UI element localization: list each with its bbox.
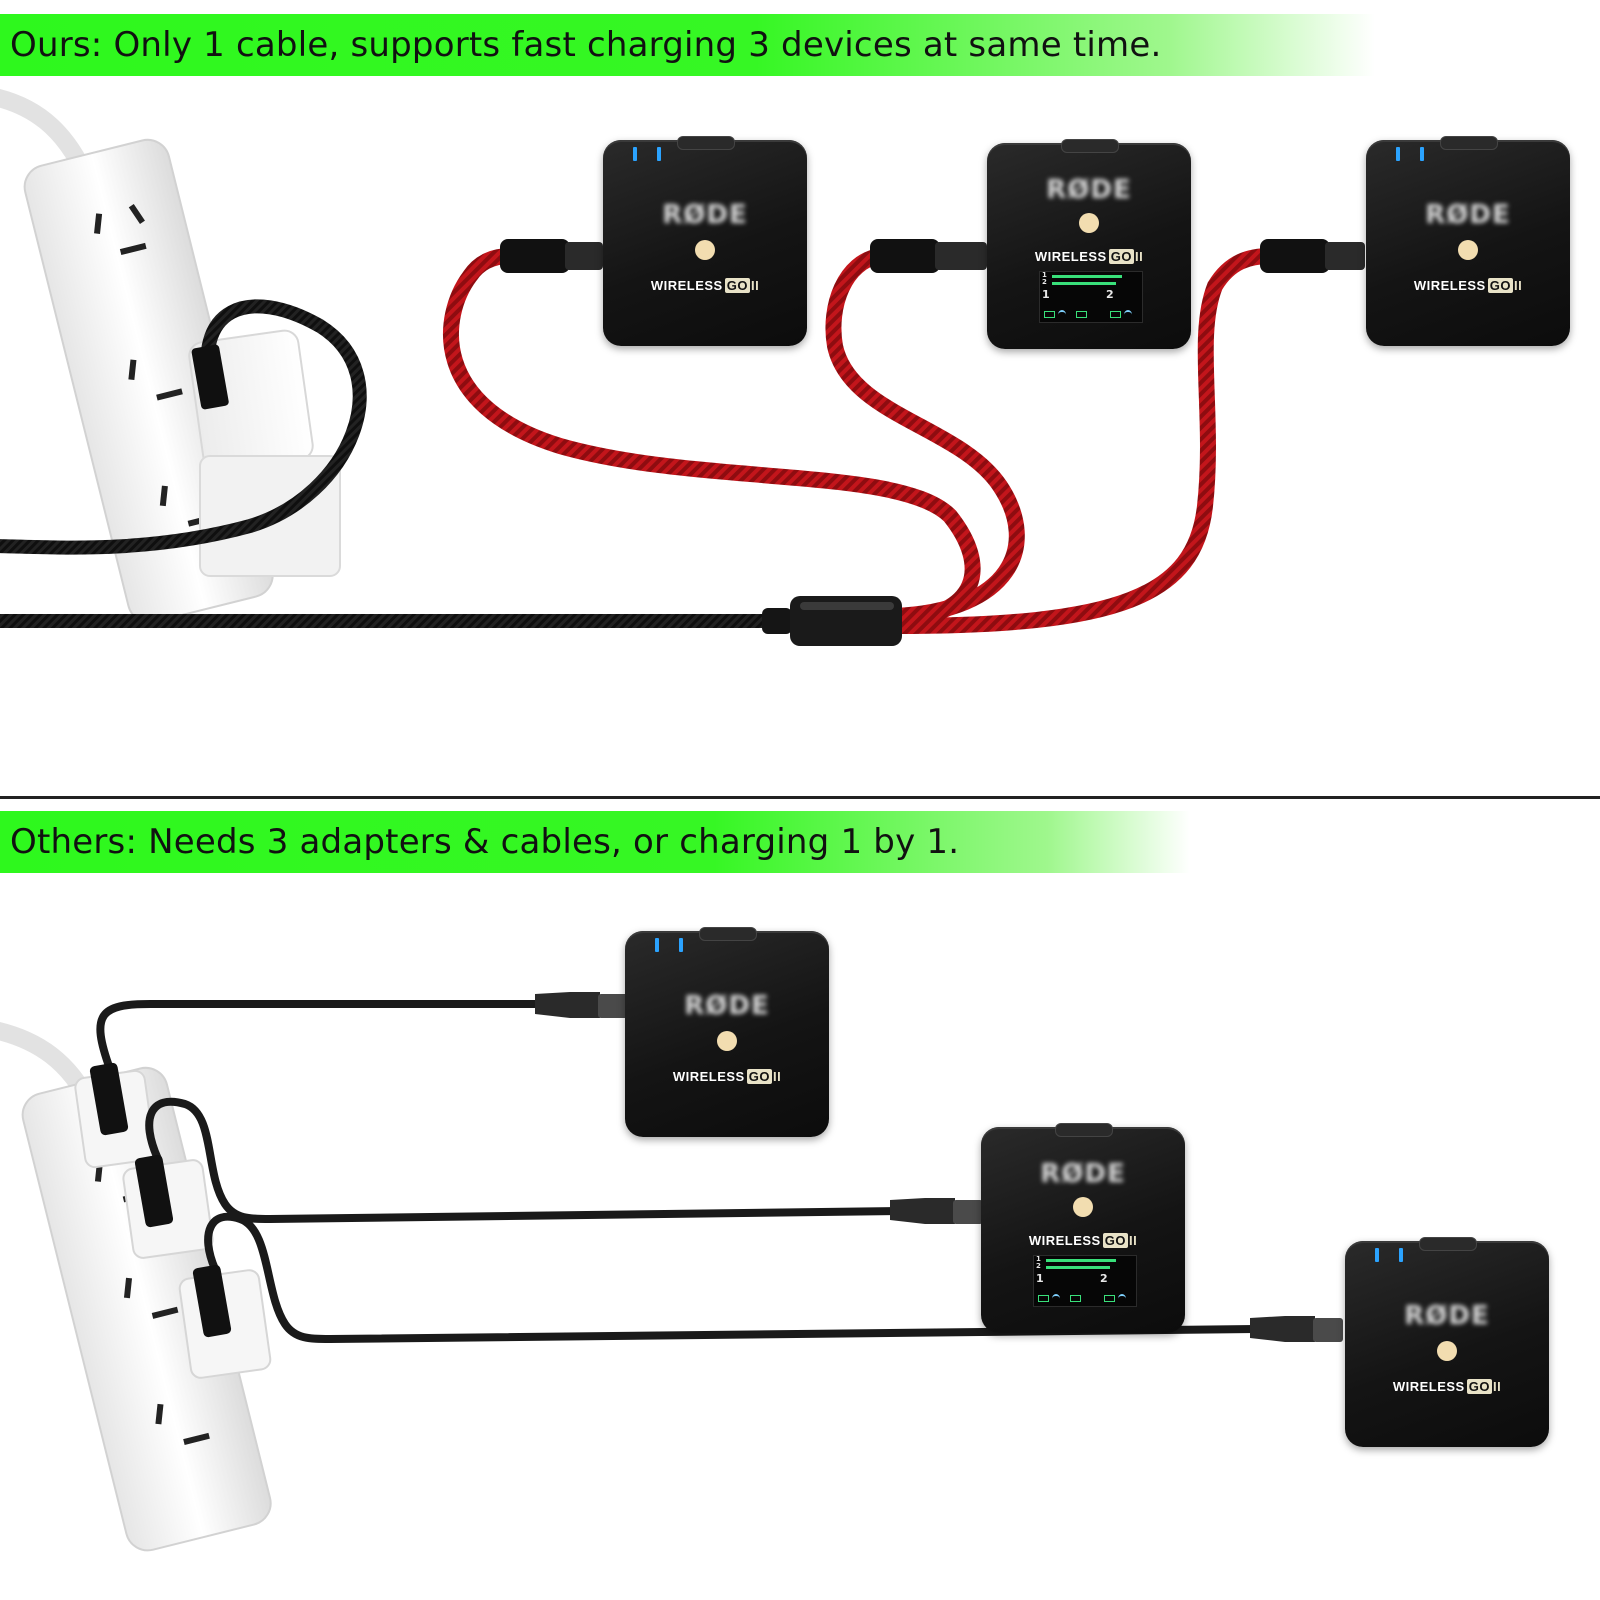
splitter-branch-2 — [825, 248, 1025, 624]
ours-illustration — [0, 89, 1365, 646]
level-meter-2 — [1046, 1266, 1110, 1269]
battery-icon — [1076, 311, 1087, 318]
mic-jack — [699, 927, 757, 941]
device-brand: RØDE — [1040, 1159, 1126, 1189]
main-cable-loop — [0, 299, 367, 555]
mic-jack — [677, 136, 735, 150]
mic-capsule — [1079, 213, 1099, 233]
battery-icon — [1070, 1295, 1081, 1302]
status-leds — [1375, 1247, 1423, 1266]
channel-1-label: 1 — [1036, 1272, 1044, 1285]
device-brand: RØDE — [1046, 175, 1132, 205]
wifi-icon — [1052, 1294, 1060, 1303]
channel-2-label: 2 — [1106, 288, 1114, 301]
mic-capsule — [1458, 240, 1478, 260]
battery-icon — [1038, 1295, 1049, 1302]
usb-c-connectors — [535, 992, 1343, 1342]
mic-jack — [1440, 136, 1498, 150]
mic-capsule — [695, 240, 715, 260]
wifi-icon — [1118, 1294, 1126, 1303]
others-illustration — [0, 992, 1343, 1552]
usb-c-connectors — [500, 239, 1365, 273]
usb-c-plug — [191, 344, 229, 410]
wifi-icon — [1058, 310, 1066, 319]
receiver-screen: 1 2 1 2 — [1033, 1255, 1137, 1307]
status-leds — [633, 146, 681, 165]
mic-capsule — [717, 1031, 737, 1051]
ours-caption-banner: Ours: Only 1 cable, supports fast chargi… — [0, 14, 1375, 76]
receiver-screen: 1 2 1 2 — [1039, 271, 1143, 323]
wifi-icon — [1124, 310, 1132, 319]
status-leds — [655, 937, 703, 956]
others-caption: Others: Needs 3 adapters & cables, or ch… — [10, 822, 960, 862]
mic-jack — [1419, 1237, 1477, 1251]
usb-c-plugs — [89, 1062, 232, 1338]
channel-1-label: 1 — [1042, 288, 1050, 301]
splitter-housing — [762, 596, 902, 646]
battery-icon — [1044, 311, 1055, 318]
level-meter-1 — [1052, 275, 1122, 278]
level-meter-2 — [1052, 282, 1116, 285]
section-divider — [0, 796, 1600, 799]
splitter-branch-1 — [442, 248, 981, 629]
device-brand: RØDE — [1404, 1301, 1490, 1331]
others-caption-banner: Others: Needs 3 adapters & cables, or ch… — [0, 811, 1190, 873]
device-brand: RØDE — [1425, 200, 1511, 230]
channel-2-label: 2 — [1100, 1272, 1108, 1285]
device-brand: RØDE — [662, 200, 748, 230]
battery-icon — [1110, 311, 1121, 318]
mic-capsule — [1073, 1197, 1093, 1217]
mic-jack — [1055, 1123, 1113, 1137]
cable-3 — [204, 1213, 1259, 1344]
mic-capsule — [1437, 1341, 1457, 1361]
ours-caption: Ours: Only 1 cable, supports fast chargi… — [10, 25, 1162, 65]
device-brand: RØDE — [684, 991, 770, 1021]
level-meter-1 — [1046, 1259, 1116, 1262]
cable-1 — [96, 1000, 544, 1073]
mic-jack — [1061, 139, 1119, 153]
battery-icon — [1104, 1295, 1115, 1302]
status-leds — [1396, 146, 1444, 165]
splitter-branch-3 — [887, 248, 1278, 634]
